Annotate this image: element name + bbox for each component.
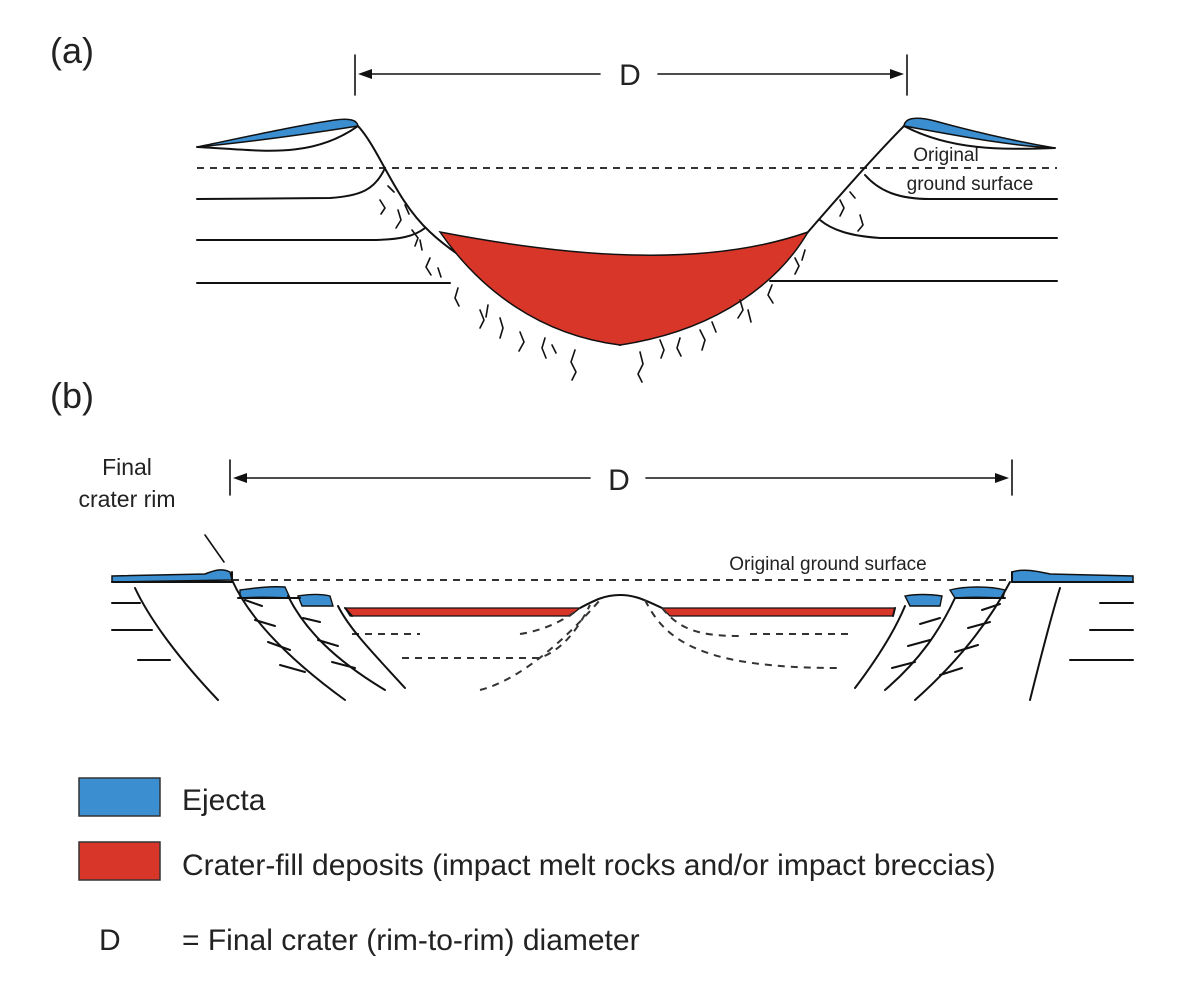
- panel-a-stratum-2-right: [864, 174, 1058, 200]
- panel-b-diameter-label: D: [608, 464, 630, 497]
- arrow-right: [890, 69, 904, 79]
- panel-a-stratum-3-right: [819, 219, 1058, 239]
- panel-b-diameter-marker: D: [229, 459, 1013, 497]
- panel-a-stratum-top-left: [196, 125, 359, 152]
- panel-a-stratum-2-left: [196, 167, 386, 200]
- panel-b-ejecta-terrace-left-2: [297, 593, 334, 607]
- legend-d-symbol: D: [99, 924, 121, 957]
- panel-b-terraces-left: [111, 571, 406, 701]
- panel-a: (a) D Original ground surface: [50, 30, 1058, 383]
- panel-a-ejecta-left: [196, 118, 359, 148]
- arrow-left: [358, 69, 372, 79]
- panel-b-ejecta-terrace-left-1: [239, 586, 292, 599]
- panel-b-rim-label-1: Final: [102, 454, 152, 480]
- legend-swatch-fill: [78, 841, 161, 881]
- panel-b-subsurface: [352, 599, 850, 691]
- legend-label-fill: Crater-fill deposits (impact melt rocks …: [182, 849, 996, 882]
- panel-a-fractures: [379, 185, 864, 383]
- panel-b-ground-label: Original ground surface: [729, 554, 927, 575]
- arrow-right: [995, 473, 1009, 483]
- panel-b-central-peak: [579, 594, 663, 609]
- panel-a-diameter-marker: D: [354, 54, 908, 96]
- legend-item-fill: Crater-fill deposits (impact melt rocks …: [78, 841, 996, 882]
- arrow-left: [233, 473, 247, 483]
- panel-a-diameter-label: D: [619, 59, 641, 92]
- panel-b-ejecta-terrace-right-1: [948, 586, 1006, 599]
- panel-b-rim-pointer: [204, 534, 225, 563]
- panel-a-stratum-top-right: [903, 125, 1056, 150]
- panel-b-crater-fill-right: [660, 607, 896, 617]
- legend-d-definition: = Final crater (rim-to-rim) diameter: [182, 924, 640, 957]
- panel-b-crater-fill-left: [343, 607, 582, 617]
- panel-b-terraces-right: [854, 571, 1134, 701]
- panel-a-ground-label-1: Original: [913, 145, 978, 166]
- panel-b-rim-label-2: crater rim: [78, 486, 175, 512]
- legend-item-d: D = Final crater (rim-to-rim) diameter: [99, 924, 640, 957]
- panel-a-ejecta-right: [903, 117, 1056, 149]
- panel-a-ground-label-2: ground surface: [907, 174, 1034, 195]
- legend-swatch-ejecta: [78, 777, 161, 817]
- panel-b-ejecta-left: [111, 569, 233, 583]
- panel-b-ejecta-terrace-right-2: [903, 593, 943, 607]
- panel-a-stratum-3-left: [196, 227, 426, 241]
- panel-b-label: (b): [50, 375, 94, 416]
- legend-label-ejecta: Ejecta: [182, 784, 266, 817]
- panel-b: (b) D Final crater rim Original ground s…: [50, 375, 1134, 701]
- legend: Ejecta Crater-fill deposits (impact melt…: [78, 777, 996, 957]
- panel-a-label: (a): [50, 30, 94, 71]
- panel-a-crater-fill: [438, 230, 810, 346]
- legend-item-ejecta: Ejecta: [78, 777, 266, 817]
- panel-b-ejecta-right: [1011, 569, 1134, 583]
